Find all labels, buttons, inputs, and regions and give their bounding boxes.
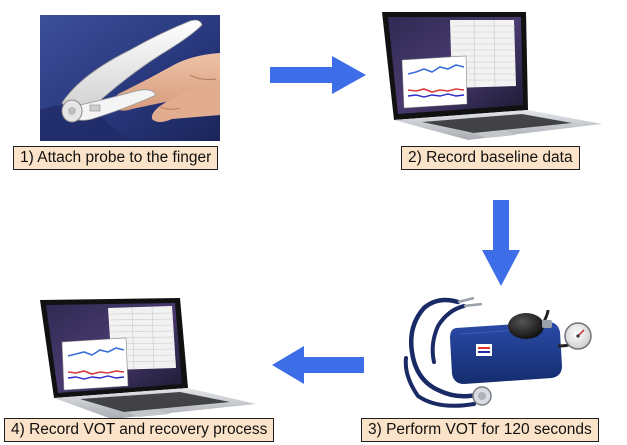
arrow-left-icon: [272, 346, 364, 384]
step-3-label: 3) Perform VOT for 120 seconds: [361, 418, 599, 442]
laptop-icon: [376, 12, 604, 140]
arrow-down-icon: [482, 200, 520, 286]
arrow-right-icon: [270, 56, 366, 94]
laptop-icon: [20, 298, 258, 420]
step-2-label: 2) Record baseline data: [401, 146, 580, 170]
finger-probe-photo: [40, 15, 220, 141]
step-1-label: 1) Attach probe to the finger: [13, 146, 219, 170]
blood-pressure-cuff-icon: [398, 296, 598, 412]
step-4-label: 4) Record VOT and recovery process: [4, 418, 275, 442]
